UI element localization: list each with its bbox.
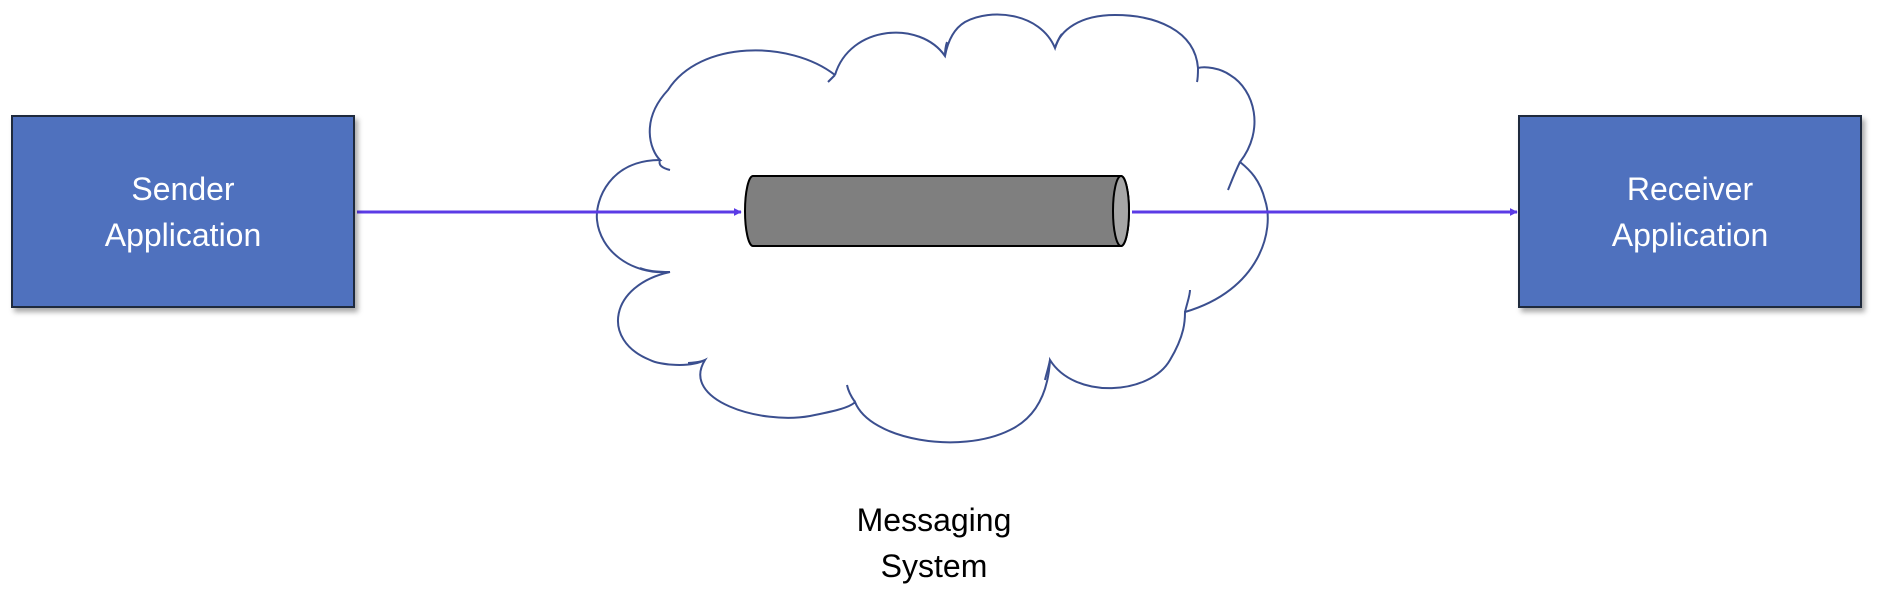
sender-application-box: Sender Application — [11, 115, 355, 308]
pipe-cylinder-icon — [744, 175, 1130, 247]
receiver-application-box: Receiver Application — [1518, 115, 1862, 308]
receiver-label-line2: Application — [1611, 216, 1769, 253]
receiver-label-line1: Receiver — [1626, 170, 1754, 207]
sender-label-line1: Sender — [131, 170, 235, 207]
messaging-system-label: Messaging System — [784, 497, 1084, 589]
messaging-label-line1: Messaging — [856, 502, 1012, 538]
messaging-label-line2: System — [880, 548, 988, 584]
sender-label-line2: Application — [104, 216, 262, 253]
